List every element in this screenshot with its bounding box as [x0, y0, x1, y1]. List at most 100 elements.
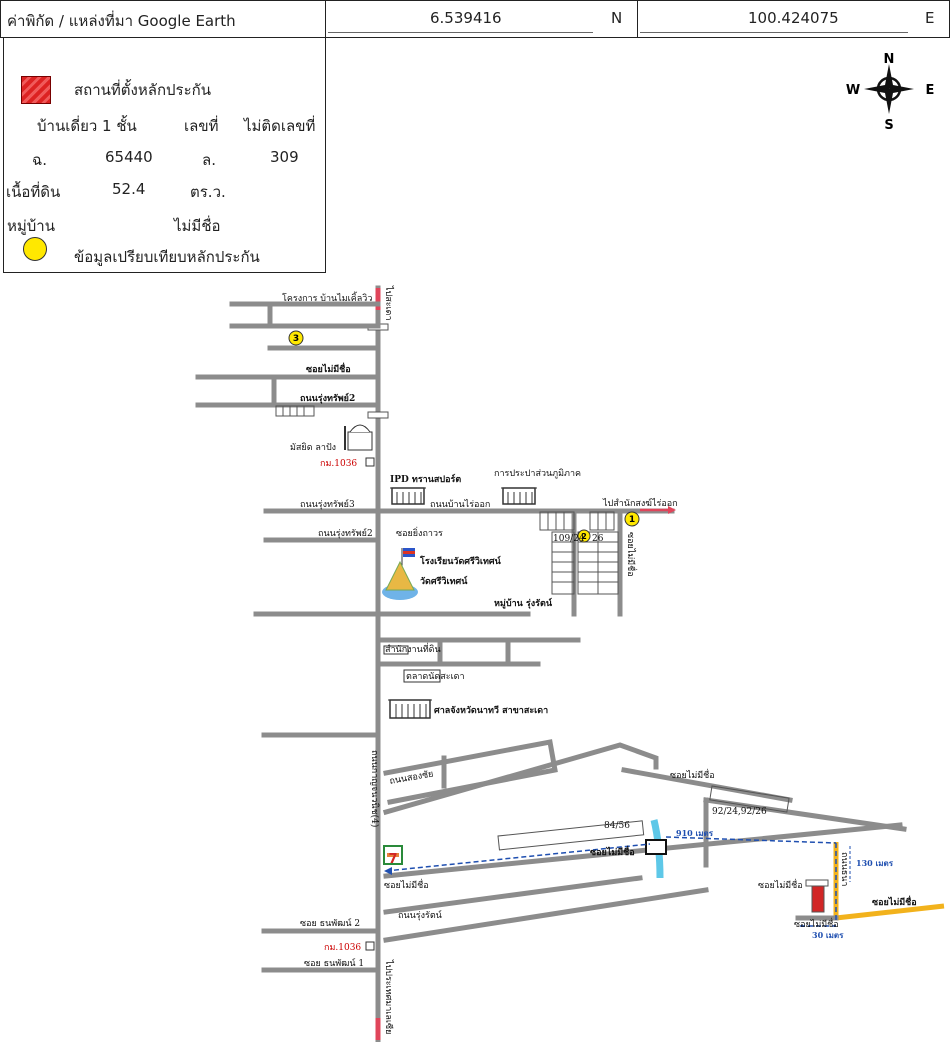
- longitude-value: 100.424075: [748, 9, 839, 27]
- southeast-houses: [497, 820, 645, 851]
- label-land-office: สำนักงานที่ดิน: [385, 642, 441, 655]
- label-soi-thanaphon2: ซอย ธนพัฒน์ 2: [300, 917, 360, 929]
- compass-north: N: [884, 52, 895, 67]
- label-soi-nameless-bottom: ซอยไม่มีชื่อ: [794, 917, 839, 930]
- longitude-cell: 100.424075 E: [637, 0, 950, 38]
- east-houses: [709, 785, 790, 813]
- label-road-thana: ถนนธนา: [839, 852, 849, 886]
- compass-rose-icon: N S E W: [846, 52, 934, 132]
- label-rungsap3: ถนนรุ่งทรัพย์3: [300, 498, 355, 510]
- area-value: 52.4: [112, 180, 146, 198]
- compass-south: S: [884, 118, 893, 132]
- km-post-bottom-icon: [365, 941, 375, 951]
- property-label: สถานที่ตั้งหลักประกัน: [74, 81, 211, 99]
- school-flag-icon: [401, 548, 415, 568]
- label-village-rungrat: หมู่บ้าน รุ่งรัตน์: [494, 597, 553, 609]
- coordinate-label: ค่าพิกัด / แหล่งที่มา Google Earth: [7, 12, 236, 30]
- label-soi-nameless-top: ซอยไม่มีชื่อ: [306, 362, 351, 375]
- route-dashed: [385, 836, 837, 927]
- label-road-rungrat: ถนนรุ่งรัตน์: [398, 909, 442, 921]
- label-court: ศาลจังหวัดนาทวี สาขาสะเดา: [434, 705, 548, 716]
- label-dist-30: 30 เมตร: [812, 930, 844, 940]
- label-banraiook: ถนนบ้านไร่ออก: [430, 499, 490, 510]
- deed-label: ฉ.: [32, 151, 47, 169]
- road-long-southeast: [383, 822, 903, 879]
- mosque-icon: [344, 424, 373, 451]
- longitude-underline: [640, 32, 908, 33]
- label-km-bottom: กม.1036: [324, 943, 361, 953]
- building-type: บ้านเดี่ยว 1 ชั้น: [37, 117, 137, 135]
- road-east-soi: [621, 767, 907, 832]
- label-soi-nameless-right: ซอยไม่มีชื่อ: [625, 532, 638, 577]
- label-plot-109-24: 109/24: [553, 534, 585, 544]
- label-school: โรงเรียนวัดศรีวิเทศน์: [419, 555, 502, 567]
- ipd-building-icon: [390, 487, 426, 505]
- comparison-marker-3: 3: [288, 330, 304, 346]
- house-no-value: ไม่ติดเลขที่: [244, 117, 316, 135]
- label-waterworks: การประปาส่วนภูมิภาค: [494, 468, 581, 479]
- deed-value: 65440: [105, 148, 153, 166]
- km-post-top-icon: [365, 457, 375, 467]
- comparison-marker-2: 2: [577, 529, 591, 543]
- road-second-southeast: [383, 875, 643, 915]
- longitude-unit: E: [925, 9, 935, 27]
- label-project: โครงการ บ้านไมเคิ้ลวิว: [282, 291, 372, 304]
- comparison-marker-1: 1: [624, 511, 640, 527]
- property-swatch-icon: [21, 76, 51, 104]
- land-value: 309: [270, 148, 299, 166]
- middle-roads: [375, 637, 581, 667]
- label-soi-nameless-side: ซอยไม่มีชื่อ: [758, 878, 803, 891]
- label-plot-26: 26: [592, 534, 604, 544]
- legend-box: สถานที่ตั้งหลักประกัน บ้านเดี่ยว 1 ชั้น …: [3, 38, 326, 273]
- waterworks-building-icon: [501, 487, 537, 505]
- label-dist-130: 130 เมตร: [856, 858, 894, 868]
- court-building-icon: [388, 699, 432, 719]
- coordinate-header: ค่าพิกัด / แหล่งที่มา Google Earth 6.539…: [0, 0, 950, 38]
- label-soi-nameless-east: ซอยไม่มีชื่อ: [670, 768, 715, 781]
- seven-eleven-label: 7: [388, 852, 397, 867]
- svg-text:2: 2: [581, 532, 587, 541]
- temple-icon: [382, 560, 418, 600]
- road-thanaphon: [261, 928, 381, 973]
- comparison-dot-icon: [23, 237, 47, 261]
- land-office-sign-icon: [383, 645, 409, 655]
- latitude-unit: N: [611, 9, 623, 27]
- label-rungsap2-top: ถนนรุ่งทรัพย์2: [300, 392, 355, 404]
- label-soi-nameless-711: ซอยไม่มีชื่อ: [384, 878, 429, 891]
- road-rungrat: [383, 887, 709, 943]
- latitude-cell: 6.539416 N: [325, 0, 638, 38]
- label-bottom-direction: ไปประเทศมาเลเซีย: [383, 959, 394, 1034]
- label-mosque: มัสยิด ลาปัง: [290, 442, 336, 453]
- compass-east: E: [926, 83, 934, 98]
- label-km-top: กม.1036: [320, 459, 357, 469]
- seven-eleven-icon: 7: [383, 845, 403, 867]
- label-main-road: ถนนกาญจนวนิช(4): [369, 750, 380, 827]
- label-shop: ตลาดนัดสะเดา: [406, 672, 465, 682]
- shop-sign-icon: [403, 669, 441, 683]
- latitude-value: 6.539416: [430, 9, 502, 27]
- area-unit: ตร.ว.: [190, 183, 226, 201]
- village-houses-left: [551, 531, 575, 595]
- label-plot-92-24: 92/24,92/26: [712, 807, 767, 817]
- land-label: ล.: [202, 151, 216, 169]
- compass-west: W: [846, 83, 860, 98]
- label-plot-84-56: 84/56: [604, 821, 630, 831]
- bridge-icon: [645, 839, 667, 855]
- label-dist-910: 910 เมตร: [676, 828, 714, 838]
- bridge-mid-icon: [367, 411, 389, 419]
- house-no-label: เลขที่: [184, 117, 219, 135]
- comparison-label: ข้อมูลเปรียบเทียบหลักประกัน: [74, 248, 260, 266]
- upper-left-roads: [195, 301, 381, 408]
- svg-text:1: 1: [629, 515, 635, 525]
- village-value: ไม่มีชื่อ: [174, 217, 221, 235]
- latitude-underline: [328, 32, 593, 33]
- label-soi-nameless-bridge: ซอยไม่มีชื่อ: [590, 845, 635, 858]
- label-soi-thanaphon1: ซอย ธนพัฒน์ 1: [304, 957, 364, 969]
- label-soi-nameless-far-right: ซอยไม่มีชื่อ: [872, 895, 917, 908]
- area-label: เนื้อที่ดิน: [6, 183, 61, 201]
- label-soi-yingthawon: ซอยยิ่งถาวร: [396, 526, 443, 539]
- label-rungsap2-mid: ถนนรุ่งทรัพย์2: [318, 527, 373, 539]
- upper-houses: [275, 405, 315, 417]
- label-ipd: IPD ทรานสปอร์ต: [390, 473, 461, 485]
- svg-text:3: 3: [293, 334, 299, 344]
